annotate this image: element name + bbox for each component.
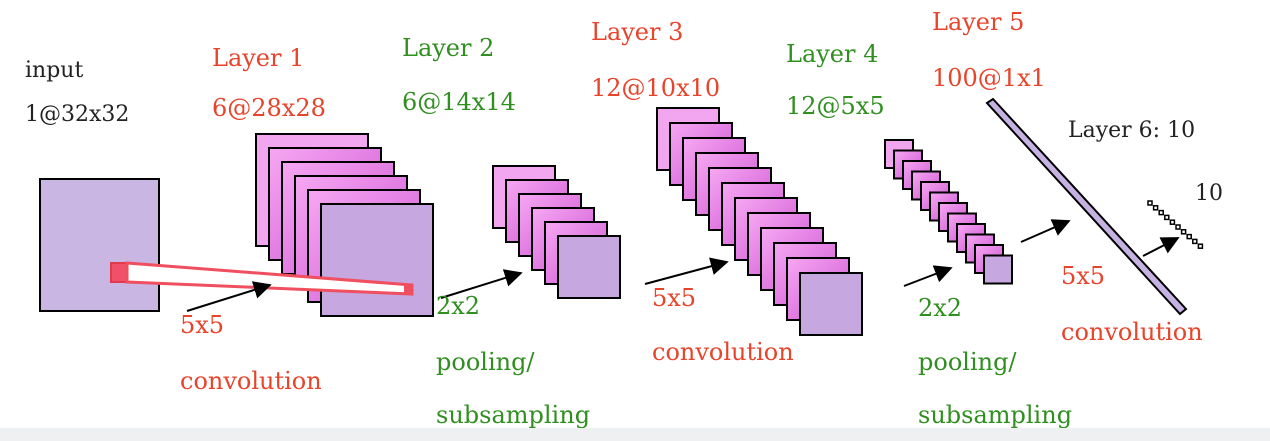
conv2-op-label: convolution: [652, 338, 794, 366]
layer6-unit: [1186, 233, 1192, 240]
bottom-band: [0, 428, 1270, 441]
layer6-unit: [1180, 229, 1187, 235]
layer4-dims: 12@5x5: [786, 92, 885, 120]
layer3-map: [799, 272, 863, 336]
layer3-dims: 12@10x10: [591, 74, 721, 102]
layer2-feature-maps: [492, 165, 621, 299]
conv1-op-label: convolution: [180, 367, 322, 395]
layer1-title: Layer 1: [212, 44, 305, 72]
layer1-map: [320, 203, 434, 317]
layer6-dims: 10: [1195, 181, 1223, 206]
pool2-op-label-2: subsampling: [918, 401, 1073, 429]
layer1-dims: 6@28x28: [212, 94, 326, 122]
kernel-target: [404, 285, 413, 294]
layer4-title: Layer 4: [786, 40, 879, 68]
arrow-pool2: [903, 265, 953, 287]
layer6-output-units: [1147, 200, 1204, 249]
layer6-unit: [1197, 243, 1204, 249]
layer4-map: [983, 254, 1013, 285]
conv2-kernel-label: 5x5: [652, 284, 697, 312]
layer2-title: Layer 2: [402, 34, 495, 62]
arrow-output: [1142, 237, 1180, 257]
arrow-conv2: [644, 257, 729, 285]
conv3-kernel-label: 5x5: [1061, 262, 1106, 290]
layer6-title: Layer 6: 10: [1068, 118, 1196, 143]
input-dims: 1@32x32: [25, 102, 130, 127]
pool1-op-label-2: subsampling: [436, 401, 591, 429]
pool2-op-label-1: pooling/: [918, 348, 1017, 376]
layer6-unit: [1147, 200, 1153, 206]
layer6-unit: [1152, 205, 1159, 211]
pool2-kernel-label: 2x2: [918, 294, 963, 322]
layer4-feature-maps: [884, 139, 1013, 285]
conv3-op-label: convolution: [1061, 318, 1203, 346]
layer2-map: [557, 235, 621, 299]
input-title: input: [25, 58, 84, 83]
layer6-unit: [1175, 224, 1181, 230]
layer5-dims: 100@1x1: [932, 64, 1046, 92]
layer6-unit: [1192, 238, 1198, 245]
layer6-unit: [1158, 209, 1164, 216]
conv1-kernel-label: 5x5: [180, 311, 225, 339]
layer6-unit: [1164, 214, 1170, 221]
layer3-feature-maps: [656, 107, 863, 336]
layer6-unit: [1169, 219, 1176, 225]
arrow-conv1: [186, 281, 272, 312]
pool1-kernel-label: 2x2: [436, 292, 481, 320]
pool1-op-label-1: pooling/: [436, 348, 535, 376]
layer3-title: Layer 3: [591, 18, 684, 46]
layer5-fully-connected-bar: [985, 97, 1188, 316]
arrow-pool1: [440, 269, 523, 299]
layer2-dims: 6@14x14: [402, 88, 516, 116]
arrow-conv3: [1020, 219, 1071, 243]
input-map: [39, 178, 160, 312]
layer5-title: Layer 5: [932, 8, 1025, 36]
